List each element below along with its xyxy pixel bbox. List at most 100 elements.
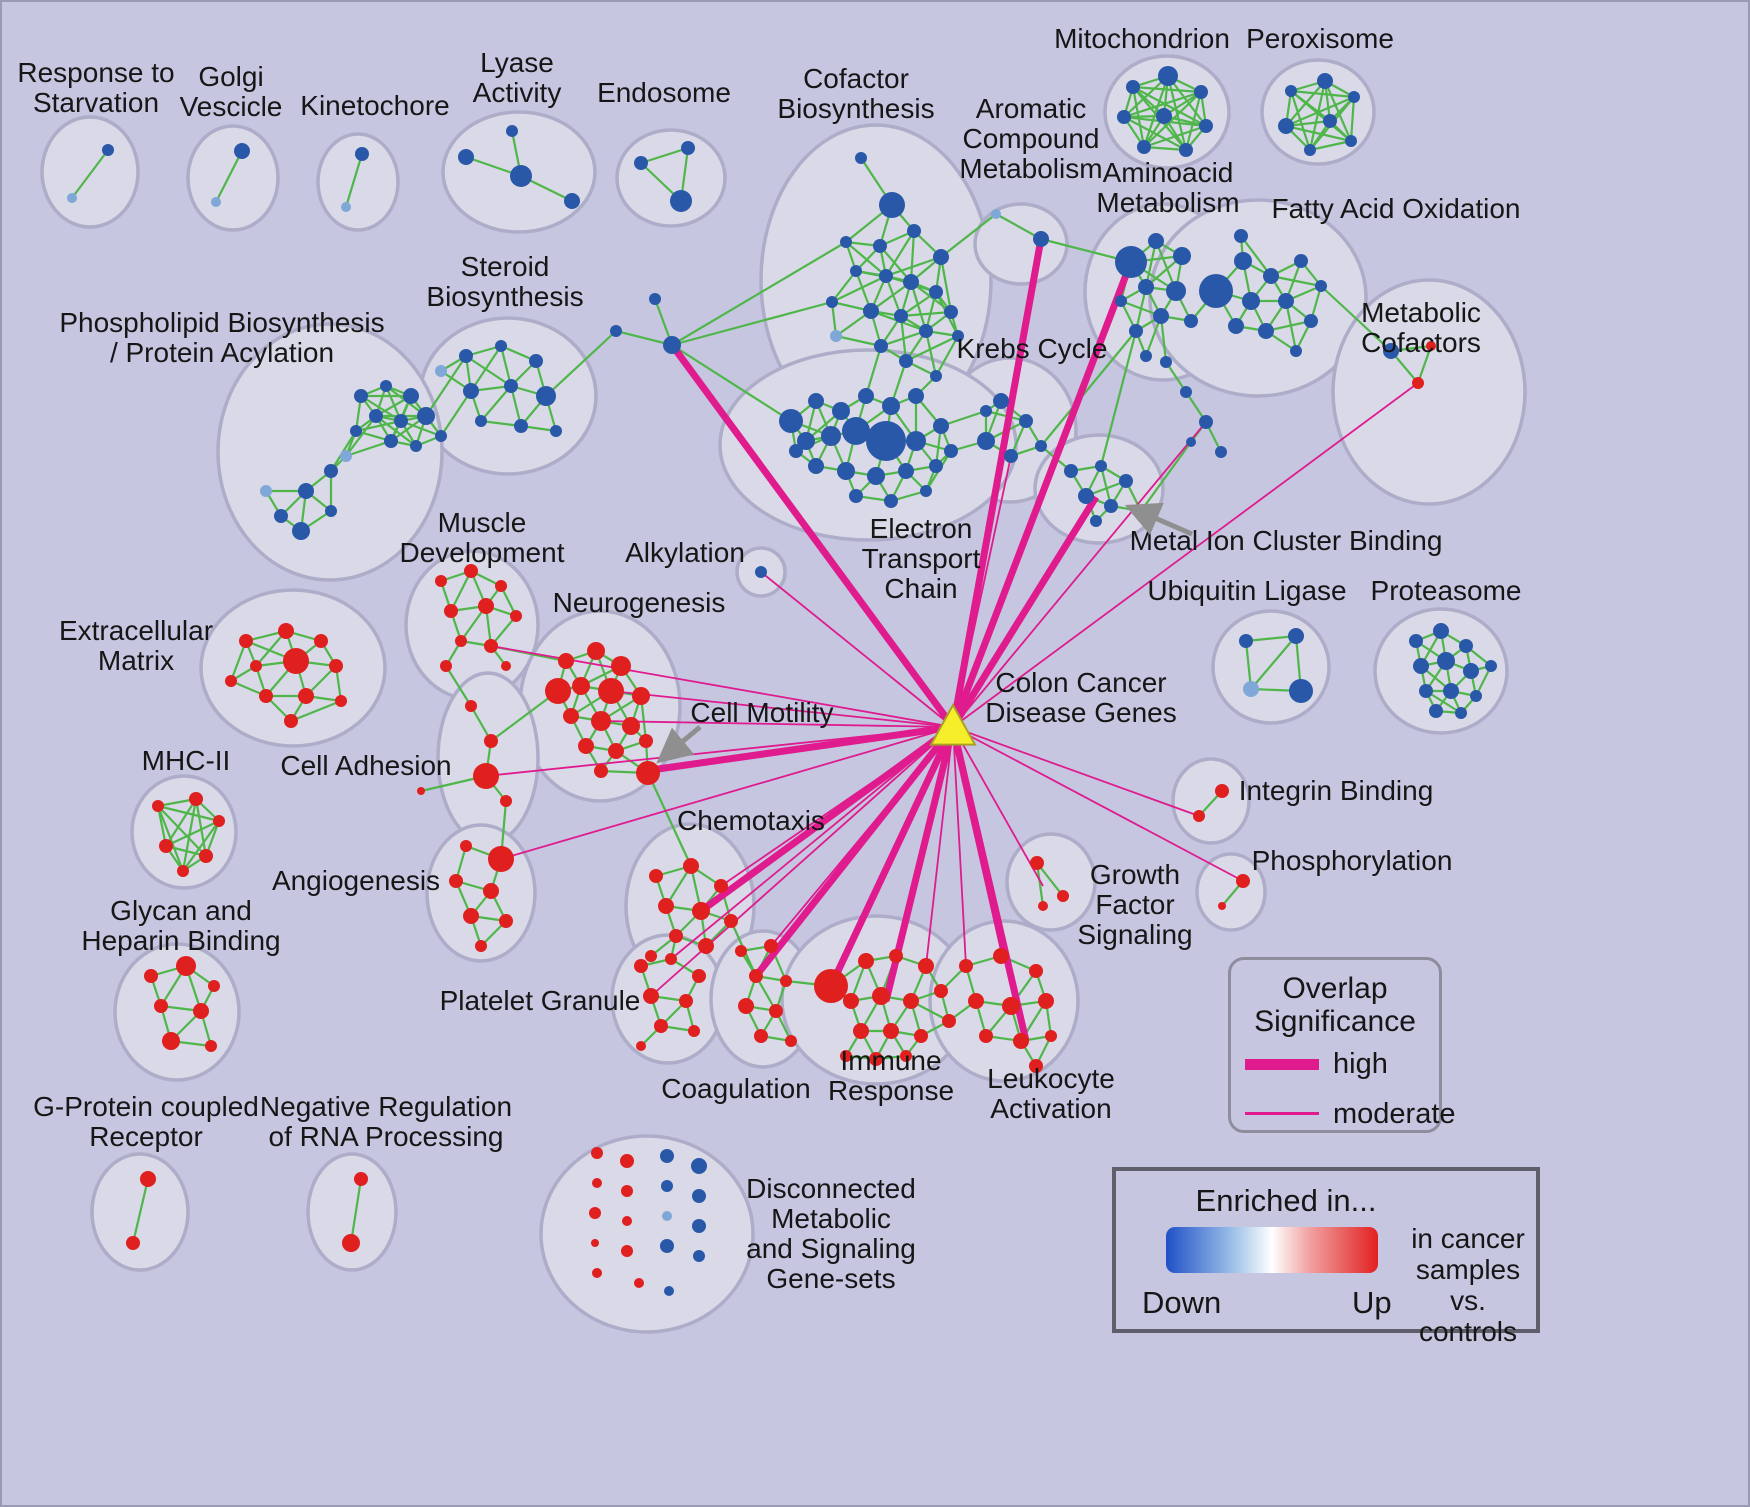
gene-set-node[interactable] <box>1199 274 1233 308</box>
gene-set-node[interactable] <box>610 325 622 337</box>
gene-set-node[interactable] <box>1345 135 1357 147</box>
gene-set-node[interactable] <box>1184 314 1198 328</box>
gene-set-node[interactable] <box>1437 652 1455 670</box>
gene-set-node[interactable] <box>1348 91 1360 103</box>
gene-set-node[interactable] <box>918 958 934 974</box>
gene-set-node[interactable] <box>814 969 848 1003</box>
gene-set-node[interactable] <box>1045 1030 1057 1042</box>
gene-set-node[interactable] <box>1258 323 1274 339</box>
gene-set-node[interactable] <box>550 425 562 437</box>
gene-set-node[interactable] <box>620 1154 634 1168</box>
gene-set-node[interactable] <box>693 1250 705 1262</box>
gene-set-node[interactable] <box>455 635 467 647</box>
gene-set-node[interactable] <box>529 354 543 368</box>
gene-set-node[interactable] <box>669 929 683 943</box>
gene-set-node[interactable] <box>1278 118 1294 134</box>
gene-set-node[interactable] <box>1242 292 1260 310</box>
gene-set-node[interactable] <box>1443 683 1459 699</box>
gene-set-node[interactable] <box>514 419 528 433</box>
gene-set-node[interactable] <box>608 743 624 759</box>
gene-set-node[interactable] <box>884 494 898 508</box>
gene-set-node[interactable] <box>1239 634 1253 648</box>
gene-set-node[interactable] <box>735 945 747 957</box>
gene-set-node[interactable] <box>755 566 767 578</box>
gene-set-node[interactable] <box>649 869 663 883</box>
gene-set-node[interactable] <box>1115 295 1127 307</box>
gene-set-node[interactable] <box>260 485 272 497</box>
gene-set-node[interactable] <box>842 417 870 445</box>
gene-set-node[interactable] <box>688 1025 700 1037</box>
gene-set-node[interactable] <box>894 309 908 323</box>
gene-set-node[interactable] <box>1463 663 1479 679</box>
gene-set-node[interactable] <box>435 430 447 442</box>
gene-set-node[interactable] <box>1153 308 1169 324</box>
gene-set-node[interactable] <box>692 902 710 920</box>
gene-set-node[interactable] <box>780 975 792 987</box>
gene-set-node[interactable] <box>692 1219 706 1233</box>
gene-set-node[interactable] <box>239 634 253 648</box>
gene-set-node[interactable] <box>808 393 824 409</box>
gene-set-node[interactable] <box>259 689 273 703</box>
gene-set-node[interactable] <box>1285 85 1297 97</box>
gene-set-node[interactable] <box>979 1029 993 1043</box>
gene-set-node[interactable] <box>478 598 494 614</box>
gene-set-node[interactable] <box>903 993 919 1009</box>
gene-set-node[interactable] <box>449 874 463 888</box>
gene-set-node[interactable] <box>278 623 294 639</box>
gene-set-node[interactable] <box>435 365 447 377</box>
colon-cancer-hub-node[interactable] <box>929 702 977 746</box>
gene-set-node[interactable] <box>968 993 984 1009</box>
gene-set-node[interactable] <box>499 914 513 928</box>
gene-set-node[interactable] <box>495 580 507 592</box>
gene-set-node[interactable] <box>1004 449 1018 463</box>
gene-set-node[interactable] <box>934 984 948 998</box>
gene-set-node[interactable] <box>459 349 473 363</box>
gene-set-node[interactable] <box>324 464 338 478</box>
gene-set-node[interactable] <box>1126 80 1140 94</box>
gene-set-node[interactable] <box>1030 856 1044 870</box>
gene-set-node[interactable] <box>863 303 879 319</box>
gene-set-node[interactable] <box>592 1178 602 1188</box>
gene-set-node[interactable] <box>873 239 887 253</box>
gene-set-node[interactable] <box>67 193 77 203</box>
gene-set-node[interactable] <box>1173 247 1191 265</box>
gene-set-node[interactable] <box>199 849 213 863</box>
gene-set-node[interactable] <box>664 1286 674 1296</box>
gene-set-node[interactable] <box>661 1180 673 1192</box>
gene-set-node[interactable] <box>929 459 943 473</box>
gene-set-node[interactable] <box>501 661 511 671</box>
gene-set-node[interactable] <box>354 389 368 403</box>
gene-set-node[interactable] <box>634 959 648 973</box>
gene-set-node[interactable] <box>1090 515 1102 527</box>
gene-set-node[interactable] <box>1419 684 1433 698</box>
gene-set-node[interactable] <box>1038 993 1054 1009</box>
gene-set-node[interactable] <box>903 274 919 290</box>
gene-set-node[interactable] <box>691 1158 707 1174</box>
gene-set-node[interactable] <box>853 1023 869 1039</box>
gene-set-node[interactable] <box>510 610 522 622</box>
gene-set-node[interactable] <box>1288 628 1304 644</box>
gene-set-node[interactable] <box>1234 229 1248 243</box>
gene-set-node[interactable] <box>849 489 863 503</box>
gene-set-node[interactable] <box>621 1185 633 1197</box>
gene-set-node[interactable] <box>341 202 351 212</box>
gene-set-node[interactable] <box>504 379 518 393</box>
gene-set-node[interactable] <box>177 865 189 877</box>
gene-set-node[interactable] <box>325 505 337 517</box>
gene-set-node[interactable] <box>440 660 452 672</box>
gene-set-node[interactable] <box>591 711 611 731</box>
gene-set-node[interactable] <box>510 165 532 187</box>
gene-set-node[interactable] <box>1194 85 1208 99</box>
gene-set-node[interactable] <box>159 839 173 853</box>
gene-set-node[interactable] <box>826 296 838 308</box>
gene-set-node[interactable] <box>991 209 1001 219</box>
gene-set-node[interactable] <box>506 125 518 137</box>
gene-set-node[interactable] <box>483 883 499 899</box>
gene-set-node[interactable] <box>634 1278 644 1288</box>
gene-set-node[interactable] <box>572 677 590 695</box>
gene-set-node[interactable] <box>920 485 932 497</box>
gene-set-node[interactable] <box>830 330 842 342</box>
gene-set-node[interactable] <box>464 564 478 578</box>
gene-set-node[interactable] <box>1218 902 1226 910</box>
gene-set-node[interactable] <box>335 695 347 707</box>
